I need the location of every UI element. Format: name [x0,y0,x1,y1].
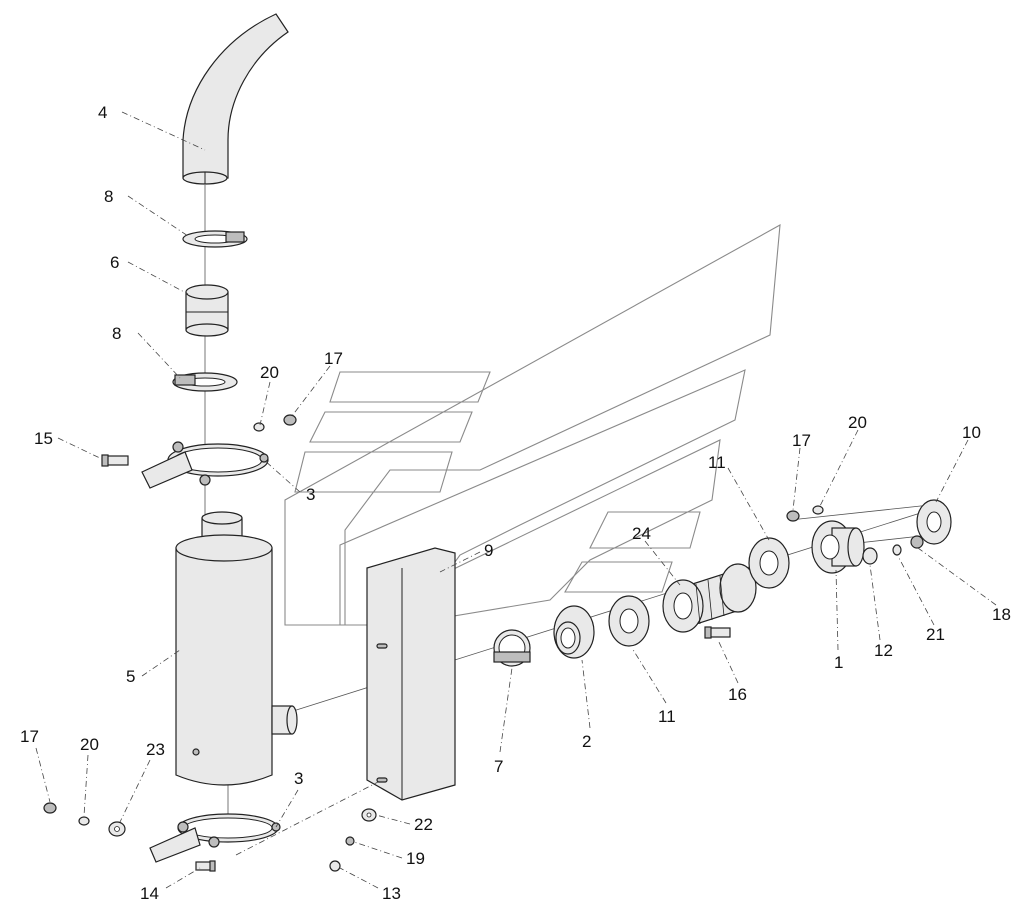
bolt-part-14 [195,860,216,872]
callout-17-lower: 17 [20,727,39,746]
muffler-part-5 [175,511,298,786]
callout-18: 18 [992,605,1011,624]
callout-17-right: 17 [792,431,811,450]
washer-part-23 [108,821,126,837]
watermark-logo [284,224,781,626]
clamp-lower-part-8 [172,372,238,392]
callout-7: 7 [494,757,503,776]
leader-lines [35,111,997,889]
callout-2: 2 [582,732,591,751]
bolt-part-15 [101,454,129,467]
callout-21: 21 [926,625,945,644]
callout-20-lower: 20 [80,735,99,754]
callout-15: 15 [34,429,53,448]
gasket-part-10 [916,499,952,545]
callout-13: 13 [382,884,401,903]
washer-part-22 [361,808,377,822]
nut-part-18 [910,535,924,549]
nut-part-17-right [786,510,800,522]
nut-part-13 [329,860,341,872]
callout-17-upper: 17 [324,349,343,368]
callout-1: 1 [834,653,843,672]
strap-bracket-lower-part-3 [149,813,281,863]
callout-11-lower: 11 [658,707,676,726]
washer-part-19 [345,836,355,846]
flex-pipe-part-16 [662,563,757,639]
callout-19: 19 [406,849,425,868]
strap-bracket-upper-part-3 [141,441,269,489]
nut-part-17-lower [43,802,57,814]
callout-20-upper: 20 [260,363,279,382]
callout-labels: 4 8 6 8 20 17 15 3 9 5 11 24 17 20 10 18… [20,103,1011,903]
v-clamp-part-7 [493,629,531,667]
callout-20-right: 20 [848,413,867,432]
flange-adapter-part-1 [811,520,865,574]
callout-12: 12 [874,641,893,660]
callout-24: 24 [632,524,651,543]
callout-4: 4 [98,103,107,122]
callout-23: 23 [146,740,165,759]
elbow-pipe-part-4 [182,13,289,185]
gasket-part-11-lower [608,595,650,647]
callout-16: 16 [728,685,747,704]
callout-10: 10 [962,423,981,442]
callout-11-upper: 11 [708,453,726,472]
callout-14: 14 [140,884,159,903]
coupling-part-6 [185,284,229,337]
washer-part-20-lower [78,816,90,826]
callout-8-upper: 8 [104,187,113,206]
clamp-upper-part-8 [182,230,248,248]
nut-part-17-upper [283,414,297,426]
callout-8-lower: 8 [112,324,121,343]
gasket-part-11-upper [748,537,790,589]
flange-pipe-part-2 [553,605,595,659]
callout-9: 9 [484,541,493,560]
callout-6: 6 [110,253,119,272]
callout-5: 5 [126,667,135,686]
callout-22: 22 [414,815,433,834]
callout-3-lower: 3 [294,769,303,788]
washer-part-20-right [812,505,824,515]
washer-part-21 [892,544,902,556]
heat-shield-part-9 [366,547,456,801]
callout-3-upper: 3 [306,485,315,504]
washer-part-20-upper [253,422,265,432]
washer-part-12 [862,547,878,565]
